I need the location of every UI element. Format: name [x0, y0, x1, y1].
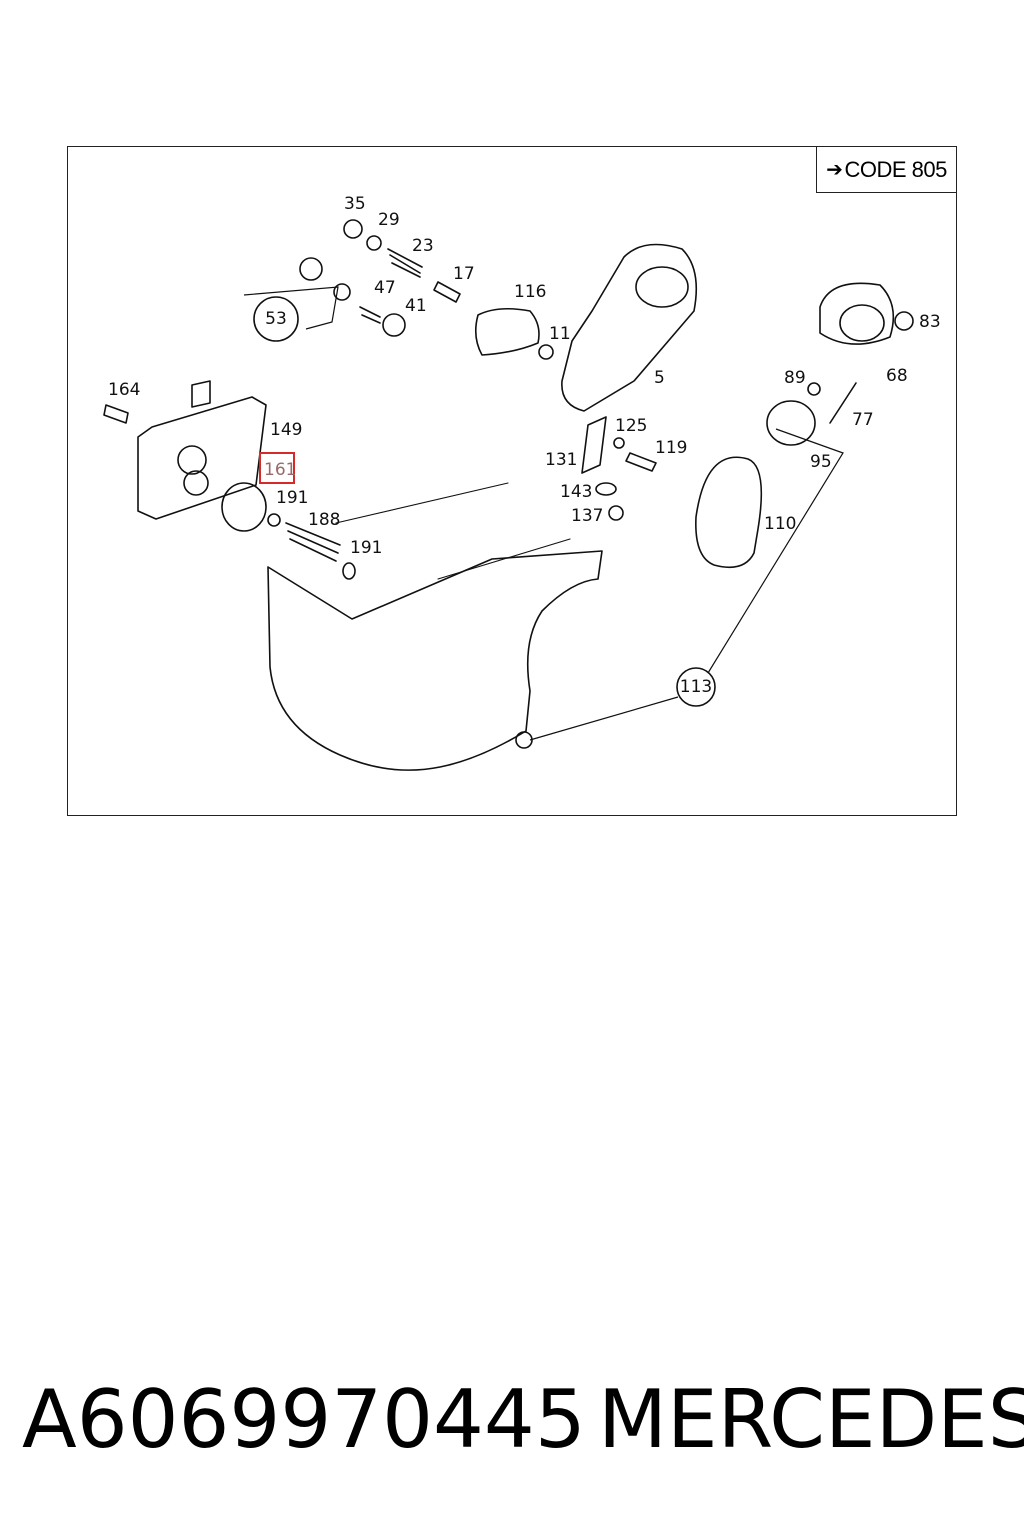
callout-113: 113 — [680, 677, 712, 697]
spring-23 — [387, 248, 423, 278]
seal-95 — [766, 400, 816, 446]
nut-83 — [894, 311, 914, 331]
callout-77: 77 — [852, 410, 874, 430]
callout-41: 41 — [405, 296, 427, 316]
callout-110: 110 — [764, 514, 796, 534]
filter-cap-68 — [819, 282, 895, 345]
plug-137 — [608, 505, 624, 521]
callout-29: 29 — [378, 210, 400, 230]
spring-47 — [359, 306, 381, 324]
callout-119: 119 — [655, 438, 687, 458]
seal-ring-161 — [221, 482, 267, 532]
ring-89 — [807, 382, 821, 396]
callout-5: 5 — [654, 368, 665, 388]
bolt-119 — [625, 452, 657, 472]
callout-83: 83 — [919, 312, 941, 332]
callout-35: 35 — [344, 194, 366, 214]
callout-191-a: 191 — [276, 488, 308, 508]
bushing-11 — [538, 344, 554, 360]
sleeve-part — [299, 257, 323, 281]
exploded-view-drawing: 53 113 35 29 23 17 116 11 5 47 41 164 14… — [103, 194, 941, 771]
callout-125: 125 — [615, 416, 647, 436]
callout-137: 137 — [571, 506, 603, 526]
callout-188: 188 — [308, 510, 340, 530]
callout-161-highlighted: 161 — [264, 460, 296, 480]
housing-top — [635, 266, 689, 308]
caption: A6069970445 MERCEDES — [22, 1370, 1024, 1470]
highlight-box — [259, 452, 295, 484]
leader-95-113 — [707, 428, 844, 674]
callout-89: 89 — [784, 368, 806, 388]
brand-name: MERCEDES — [598, 1373, 1024, 1466]
oring-191-a — [267, 513, 281, 527]
port-upper — [177, 445, 207, 475]
filter-element-110 — [695, 456, 763, 569]
callout-164: 164 — [108, 380, 140, 400]
washer-29 — [366, 235, 382, 251]
code-box: ➔ CODE 805 — [816, 147, 956, 193]
valve-part — [333, 283, 351, 301]
callout-116: 116 — [514, 282, 546, 302]
pan-edges — [335, 482, 571, 580]
callout-53: 53 — [265, 309, 287, 329]
callout-17: 17 — [453, 264, 475, 284]
callout-47: 47 — [374, 278, 396, 298]
stud-77 — [829, 382, 857, 424]
bolt-164 — [103, 404, 129, 424]
plug-17 — [433, 281, 461, 303]
drain-seal — [515, 731, 533, 749]
callout-68: 68 — [886, 366, 908, 386]
callout-143: 143 — [560, 482, 592, 502]
callout-95: 95 — [810, 452, 832, 472]
callout-191-b: 191 — [350, 538, 382, 558]
callout-circle-113 — [676, 667, 716, 707]
parts-diagram: 53 113 35 29 23 17 116 11 5 47 41 164 14… — [67, 146, 957, 816]
code-label: CODE 805 — [844, 156, 947, 182]
oring-191-b — [342, 562, 356, 580]
right-arrow-icon: ➔ — [826, 159, 843, 181]
leader-113-seal — [529, 696, 679, 741]
part-number: A6069970445 — [22, 1373, 586, 1466]
fitting-top — [191, 380, 211, 408]
bracket-131 — [581, 416, 607, 474]
washer-125 — [613, 437, 625, 449]
circlip-35 — [343, 219, 363, 239]
plug-41 — [382, 313, 406, 337]
ring-143 — [595, 482, 617, 496]
callout-11: 11 — [549, 324, 571, 344]
filter-housing-5 — [561, 243, 698, 412]
gasket-116 — [474, 307, 540, 356]
port-lower — [183, 470, 209, 496]
cap-top — [839, 304, 885, 342]
spring-188 — [285, 522, 341, 562]
callout-131: 131 — [545, 450, 577, 470]
callout-circle-53 — [253, 296, 299, 342]
leader-53-group — [243, 286, 339, 330]
callout-149: 149 — [270, 420, 302, 440]
callout-23: 23 — [412, 236, 434, 256]
cover-149 — [137, 396, 267, 520]
oil-pan — [267, 550, 603, 771]
